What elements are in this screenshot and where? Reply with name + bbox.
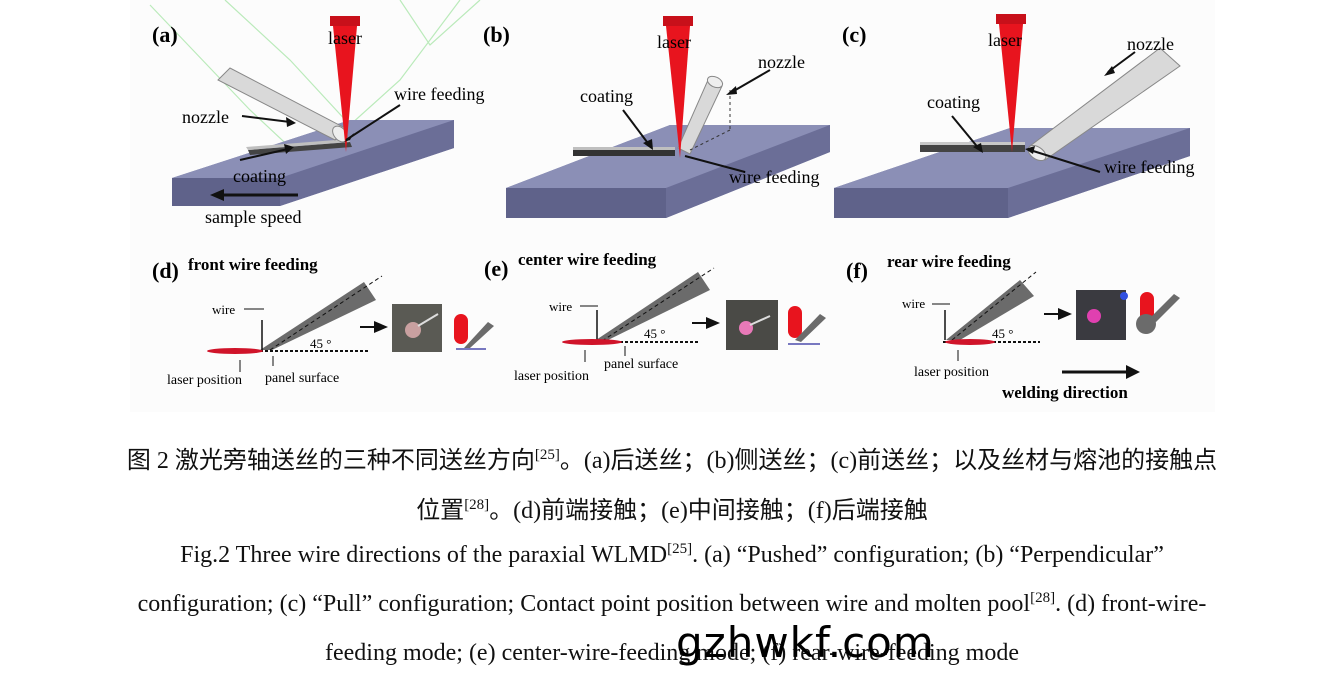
panel-b: (b) laser nozzle coating wire feeding	[483, 16, 830, 218]
panel-e: (e) center wire feeding wire 45 ° laser …	[484, 250, 826, 384]
panel-a: (a) laser wire feeding nozzle coating sa…	[152, 16, 484, 227]
caption-en-ref-2: [28]	[1030, 590, 1056, 606]
caption-en-text-1b: . (a) “Pushed” configuration; (b) “Perpe…	[692, 542, 1164, 568]
panel-c-coating-label: coating	[927, 92, 980, 112]
panel-c-nozzle-label: nozzle	[1127, 34, 1174, 54]
panel-f-photo	[1076, 290, 1126, 340]
panel-e-angle: 45 °	[644, 326, 665, 341]
panel-e-wire-label: wire	[549, 299, 572, 314]
panel-a-speed-label: sample speed	[205, 207, 301, 227]
caption-en-line-3: feeding mode; (e) center-wire-feeding mo…	[324, 640, 1019, 666]
panel-f-laser-pos-label: laser position	[914, 365, 989, 380]
caption-en-text-2a: configuration; (c) “Pull” configuration;…	[137, 591, 1031, 617]
panel-c-laser-label: laser	[988, 30, 1022, 50]
figure-illustration: (a) laser wire feeding nozzle coating sa…	[130, 0, 1215, 412]
panel-b-wire-label: wire feeding	[729, 167, 819, 187]
panel-f: (f) rear wire feeding wire 45 ° laser po…	[846, 252, 1180, 402]
panel-b-tag: (b)	[483, 22, 510, 47]
panel-a-laser-label: laser	[328, 28, 362, 48]
caption-en-line-2: configuration; (c) “Pull” configuration;…	[0, 591, 1344, 618]
panel-f-angle: 45 °	[992, 326, 1013, 341]
panel-e-laser-pos-label: laser position	[514, 369, 589, 384]
panel-f-tag: (f)	[846, 258, 868, 283]
caption-zh-text-1b: 。(a)后送丝；(b)侧送丝；(c)前送丝；以及丝材与熔池的接触点	[559, 448, 1218, 474]
panel-c: (c) laser nozzle coating wire feeding	[834, 14, 1194, 218]
caption-zh-line-1: 图 2 激光旁轴送丝的三种不同送丝方向[25]。(a)后送丝；(b)侧送丝；(c…	[0, 440, 1344, 475]
panel-a-nozzle-label: nozzle	[182, 107, 229, 127]
panel-f-direction-label: welding direction	[1002, 383, 1128, 402]
panel-d-title: front wire feeding	[188, 255, 318, 274]
caption-zh-text-2b: 。(d)前端接触；(e)中间接触；(f)后端接触	[489, 498, 928, 524]
panel-d-angle: 45 °	[310, 336, 331, 351]
caption-en-line-1: Fig.2 Three wire directions of the parax…	[0, 542, 1344, 569]
caption-en-ref-1: [25]	[667, 541, 693, 557]
panel-e-title: center wire feeding	[518, 250, 657, 269]
panel-d-tag: (d)	[152, 258, 179, 283]
panel-c-tag: (c)	[842, 22, 866, 47]
panel-b-nozzle-label: nozzle	[758, 52, 805, 72]
panel-e-surface-label: panel surface	[604, 357, 678, 372]
panel-b-laser-label: laser	[657, 32, 691, 52]
panel-d-surface-label: panel surface	[265, 371, 339, 386]
figure: (a) laser wire feeding nozzle coating sa…	[130, 0, 1215, 412]
caption-en-text-1a: Fig.2 Three wire directions of the parax…	[180, 542, 668, 568]
panel-d: (d) front wire feeding wire 45 ° laser p…	[152, 255, 494, 388]
panel-d-wire-label: wire	[212, 302, 235, 317]
caption-zh-ref-1: [25]	[534, 447, 560, 463]
caption-zh-line-2: 位置[28]。(d)前端接触；(e)中间接触；(f)后端接触	[0, 490, 1344, 525]
panel-d-laser-pos-label: laser position	[167, 373, 242, 388]
watermark: gzhwkf.com	[676, 618, 935, 667]
panel-e-tag: (e)	[484, 256, 508, 281]
caption-zh-text-2a: 位置	[416, 498, 465, 524]
panel-a-wire-label: wire feeding	[394, 84, 484, 104]
panel-f-title: rear wire feeding	[887, 252, 1011, 271]
caption-zh-text-1a: 图 2 激光旁轴送丝的三种不同送丝方向	[126, 448, 535, 474]
panel-b-coating-label: coating	[580, 86, 633, 106]
panel-a-coating-label: coating	[233, 166, 286, 186]
panel-a-tag: (a)	[152, 22, 178, 47]
caption-en-text-2b: . (d) front-wire-	[1055, 591, 1207, 617]
panel-f-wire-label: wire	[902, 296, 925, 311]
panel-c-wire-label: wire feeding	[1104, 157, 1194, 177]
caption-zh-ref-2: [28]	[464, 497, 490, 513]
